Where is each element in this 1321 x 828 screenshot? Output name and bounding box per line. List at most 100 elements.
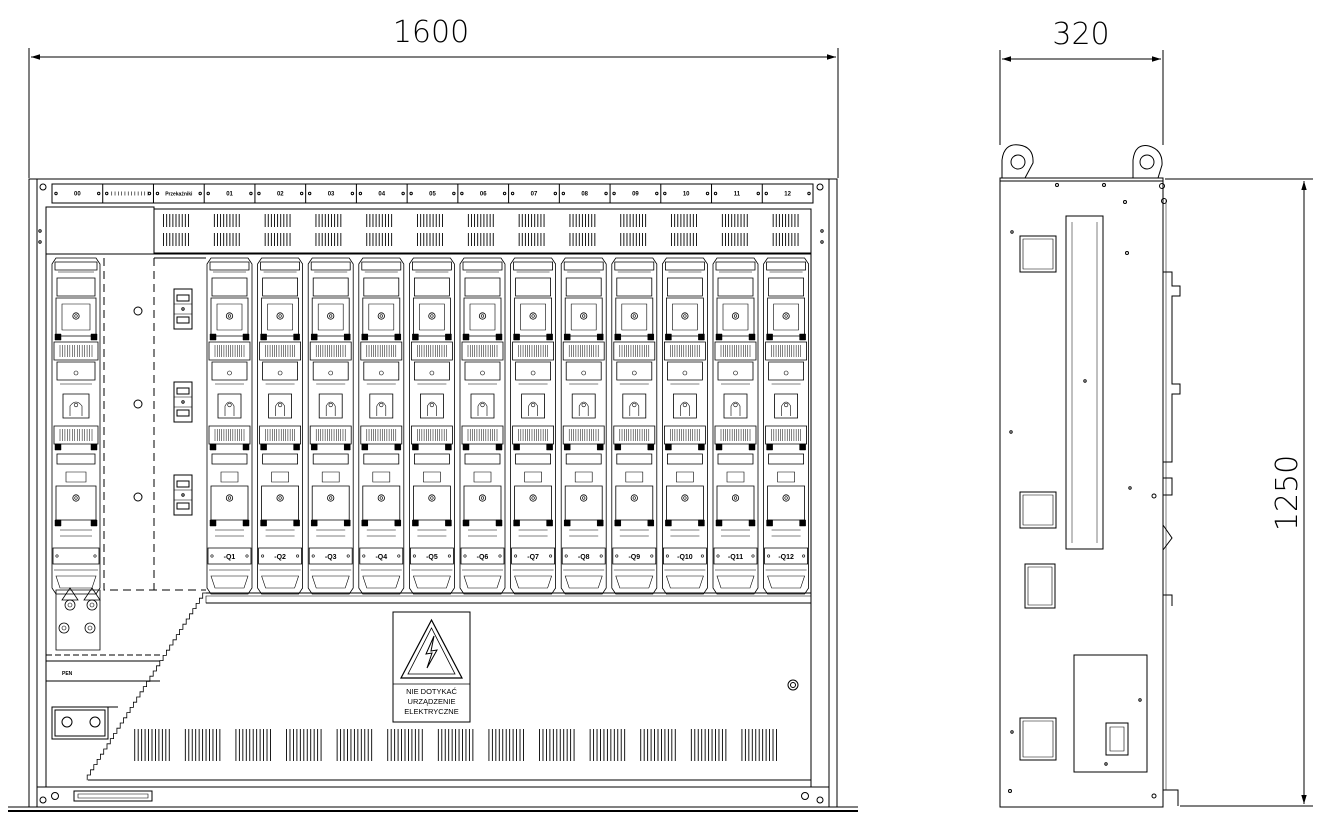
side-depth-label: 320 <box>1052 17 1109 52</box>
fuse-switch: -Q2 <box>258 258 303 594</box>
breaker-label: -Q12 <box>778 554 794 561</box>
vent-grille <box>265 233 290 246</box>
frame-holes <box>39 184 823 803</box>
fuse-switch <box>52 258 100 594</box>
fuse-switch: -Q9 <box>612 258 657 594</box>
relay-block <box>174 382 192 422</box>
vent-grille <box>722 214 747 227</box>
top-strip-label: 08 <box>581 192 588 198</box>
incomer-module <box>52 258 100 650</box>
vent-grille <box>773 214 798 227</box>
fuse-switch: -Q10 <box>662 258 707 594</box>
top-strip-label: 12 <box>784 192 791 198</box>
top-strip-label: 05 <box>429 192 436 198</box>
top-strip-label: 03 <box>328 192 335 198</box>
lightning-bolt-icon <box>426 636 437 668</box>
vent-grille <box>672 233 697 246</box>
bottom-left-terminals <box>52 707 118 739</box>
lower-cover <box>46 593 811 801</box>
top-strip-label: 04 <box>378 192 385 198</box>
vent-grille <box>265 214 290 227</box>
top-strip-label: 07 <box>531 192 538 198</box>
height-dimension <box>1165 179 1313 806</box>
vent-grille <box>519 233 544 246</box>
pen-label: PEN <box>62 671 73 677</box>
breaker-label: -Q1 <box>224 554 236 561</box>
vent-grille <box>185 729 220 761</box>
side-depth-dimension <box>1000 50 1163 145</box>
fuse-switch: -Q7 <box>511 258 556 594</box>
top-vent-grilles <box>164 214 798 246</box>
vent-grille <box>367 214 392 227</box>
vent-grille <box>287 729 322 761</box>
vent-grille <box>570 233 595 246</box>
vent-grille <box>590 729 625 761</box>
lifting-eye-left <box>1002 145 1033 178</box>
vent-grille <box>214 214 239 227</box>
vent-grille <box>164 214 189 227</box>
warning-line-1: NIE DOTYKAĆ <box>406 687 457 696</box>
fuse-switch: -Q8 <box>561 258 606 594</box>
fuse-switch: -Q1 <box>207 258 252 594</box>
vent-grille <box>621 214 646 227</box>
vent-grille <box>621 233 646 246</box>
vent-grille <box>418 214 443 227</box>
fuse-switch: -Q5 <box>409 258 454 594</box>
vent-grille <box>540 729 575 761</box>
warning-sign <box>393 612 470 722</box>
warning-line-2: URZĄDZENIE <box>408 697 456 706</box>
vent-grille <box>438 729 473 761</box>
breaker-label: -Q7 <box>527 554 539 561</box>
relay-block <box>174 475 192 515</box>
breaker-label: -Q3 <box>325 554 337 561</box>
vent-grille <box>570 214 595 227</box>
lifting-eye-right <box>1133 146 1162 178</box>
top-strip-label: 10 <box>683 192 690 198</box>
vent-grille <box>135 729 170 761</box>
vent-grille <box>164 233 189 246</box>
top-strip-label: 01 <box>226 192 233 198</box>
fuse-switch-row: -Q1 -Q2 -Q3 -Q4 -Q5 -Q6 -Q7 -Q8 -Q9 -Q10 -Q11 -Q12 <box>207 258 809 594</box>
vent-grille <box>519 214 544 227</box>
vent-grille <box>214 233 239 246</box>
breaker-label: -Q9 <box>628 554 640 561</box>
vent-grille <box>641 729 676 761</box>
vent-grille <box>489 729 524 761</box>
fuse-switch: -Q11 <box>713 258 758 594</box>
breaker-label: -Q10 <box>677 554 693 561</box>
breaker-label: -Q2 <box>274 554 286 561</box>
vent-grille <box>691 729 726 761</box>
relay-block <box>174 289 192 329</box>
breaker-label: -Q4 <box>375 554 387 561</box>
fuse-switch: -Q6 <box>460 258 505 594</box>
breaker-label: -Q8 <box>578 554 590 561</box>
vent-grille <box>722 233 747 246</box>
vent-grille <box>316 214 341 227</box>
fuse-switch: -Q3 <box>308 258 353 594</box>
breaker-label: -Q6 <box>477 554 489 561</box>
bottom-vent-grilles <box>135 729 777 761</box>
top-strip-label: 11 <box>734 192 741 198</box>
top-strip-label: 00 <box>74 192 81 198</box>
vent-grille <box>742 729 777 761</box>
front-width-label: 1600 <box>393 15 469 50</box>
vent-grille <box>236 729 271 761</box>
front-width-dimension <box>29 48 838 178</box>
relay-panel <box>104 258 206 590</box>
side-view <box>1000 145 1180 807</box>
relay-blocks <box>174 289 192 515</box>
vent-grille <box>337 729 372 761</box>
vent-grille <box>468 214 493 227</box>
vent-grille <box>773 233 798 246</box>
vent-grille <box>672 214 697 227</box>
top-strip-label: Przekaźniki <box>165 192 193 198</box>
vent-grille <box>468 233 493 246</box>
vent-grille <box>316 233 341 246</box>
fuse-switch: -Q12 <box>764 258 809 594</box>
height-label: 1250 <box>1270 455 1305 531</box>
breaker-label: -Q11 <box>728 554 743 561</box>
breaker-label: -Q5 <box>426 554 438 561</box>
